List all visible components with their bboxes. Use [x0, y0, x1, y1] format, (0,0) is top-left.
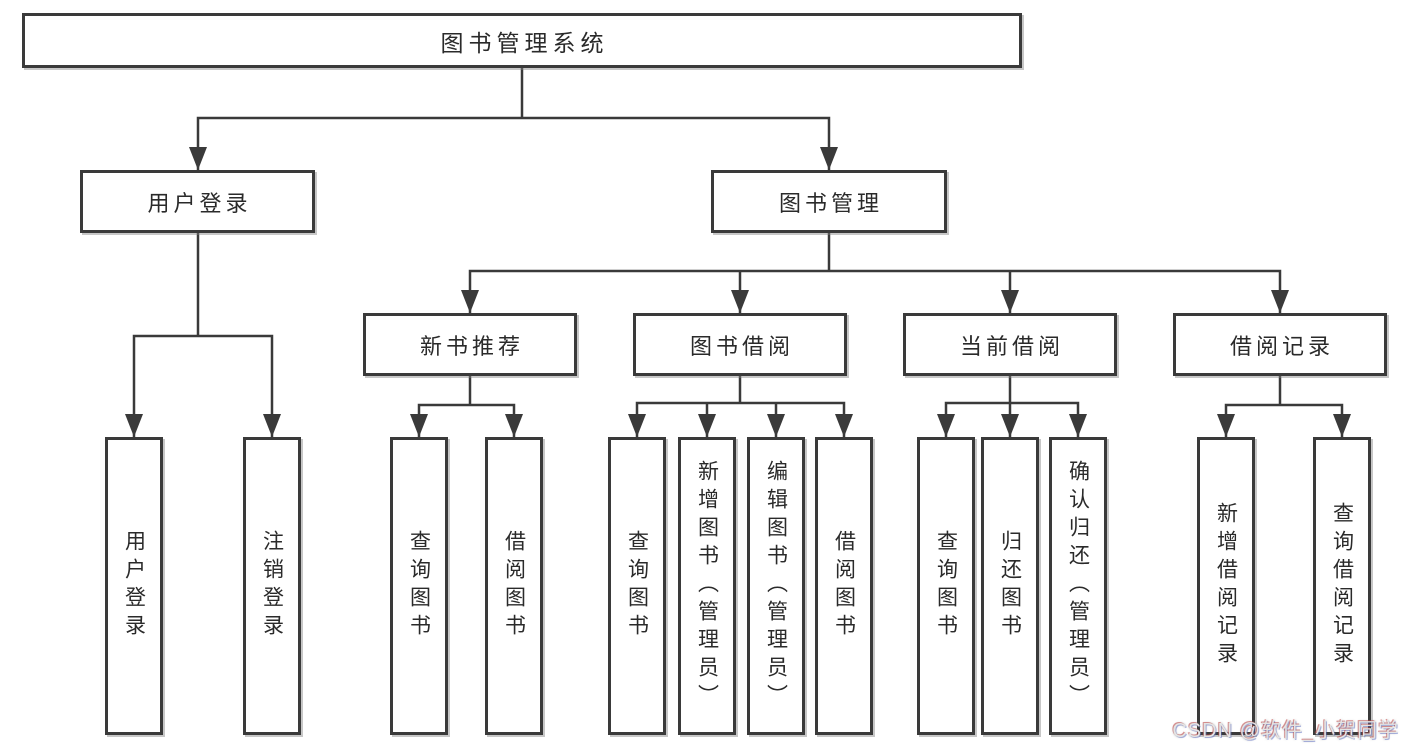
- node-label: 查询借阅记录: [1330, 502, 1354, 670]
- leaf-user-login: 用户登录: [105, 437, 163, 735]
- node-label: 查询图书: [625, 530, 649, 642]
- node-label: 编辑图书（管理员）: [764, 460, 788, 712]
- arrowhead: [820, 147, 838, 170]
- node-label: 新增图书（管理员）: [695, 460, 719, 712]
- node-borrowing-records: 借阅记录: [1173, 313, 1387, 376]
- node-book-borrowing: 图书借阅: [633, 313, 847, 376]
- node-label: 确认归还（管理员）: [1066, 460, 1090, 712]
- connector-book-borrow-children: [628, 376, 853, 437]
- node-label: 图书借阅: [689, 333, 794, 359]
- leaf-logout: 注销登录: [243, 437, 301, 735]
- node-label: 图书管理系统: [440, 29, 609, 56]
- leaf-add-borrow-record: 新增借阅记录: [1197, 437, 1255, 735]
- node-label: 查询图书: [934, 530, 958, 642]
- node-label: 用户登录: [122, 530, 146, 642]
- leaf-query-books-recommend: 查询图书: [390, 437, 448, 735]
- node-label: 当前借阅: [959, 333, 1064, 359]
- arrowhead: [125, 414, 143, 437]
- connector-book-management-children: [461, 233, 1289, 313]
- connector-borrow-records-children: [1217, 376, 1351, 437]
- leaf-borrow-books: 借阅图书: [815, 437, 873, 735]
- connector-new-book-children: [410, 376, 523, 437]
- arrowhead: [731, 290, 749, 313]
- arrowhead: [937, 414, 955, 437]
- leaf-query-borrow-record: 查询借阅记录: [1313, 437, 1371, 735]
- connector-current-borrow-children: [937, 376, 1087, 437]
- csdn-watermark: CSDN @软件_小贺同学: [1172, 720, 1399, 742]
- arrowhead: [1001, 290, 1019, 313]
- arrowhead: [410, 414, 428, 437]
- node-book-management: 图书管理: [711, 170, 947, 233]
- node-library-management-system: 图书管理系统: [22, 13, 1022, 68]
- arrowhead: [1001, 414, 1019, 437]
- arrowhead: [1271, 290, 1289, 313]
- node-label: 新书推荐: [419, 333, 524, 359]
- node-label: 用户登录: [147, 190, 252, 216]
- arrowhead: [767, 414, 785, 437]
- arrowhead: [698, 414, 716, 437]
- arrowhead: [1217, 414, 1235, 437]
- node-user-login: 用户登录: [80, 170, 315, 233]
- node-label: 新增借阅记录: [1214, 502, 1238, 670]
- node-label: 借阅图书: [502, 530, 526, 642]
- node-label: 借阅记录: [1229, 333, 1334, 359]
- leaf-confirm-return-admin: 确认归还（管理员）: [1049, 437, 1107, 735]
- node-label: 归还图书: [998, 530, 1022, 642]
- leaf-return-books: 归还图书: [981, 437, 1039, 735]
- connector-user-login-children: [125, 233, 281, 437]
- arrowhead: [628, 414, 646, 437]
- arrowhead: [189, 147, 207, 170]
- node-label: 借阅图书: [832, 530, 856, 642]
- node-label: 图书管理: [778, 190, 883, 216]
- arrowhead: [505, 414, 523, 437]
- node-current-borrowing: 当前借阅: [903, 313, 1117, 376]
- connector-root-to-level2: [189, 68, 838, 170]
- node-label: 查询图书: [407, 530, 431, 642]
- node-label: 注销登录: [260, 530, 284, 642]
- arrowhead: [263, 414, 281, 437]
- arrowhead: [835, 414, 853, 437]
- leaf-query-books-borrow: 查询图书: [608, 437, 666, 735]
- leaf-query-books-current: 查询图书: [917, 437, 975, 735]
- leaf-borrow-books-recommend: 借阅图书: [485, 437, 543, 735]
- leaf-edit-books-admin: 编辑图书（管理员）: [747, 437, 805, 735]
- leaf-add-books-admin: 新增图书（管理员）: [678, 437, 736, 735]
- arrowhead: [1069, 414, 1087, 437]
- node-new-book-recommendation: 新书推荐: [363, 313, 577, 376]
- arrowhead: [1333, 414, 1351, 437]
- arrowhead: [461, 290, 479, 313]
